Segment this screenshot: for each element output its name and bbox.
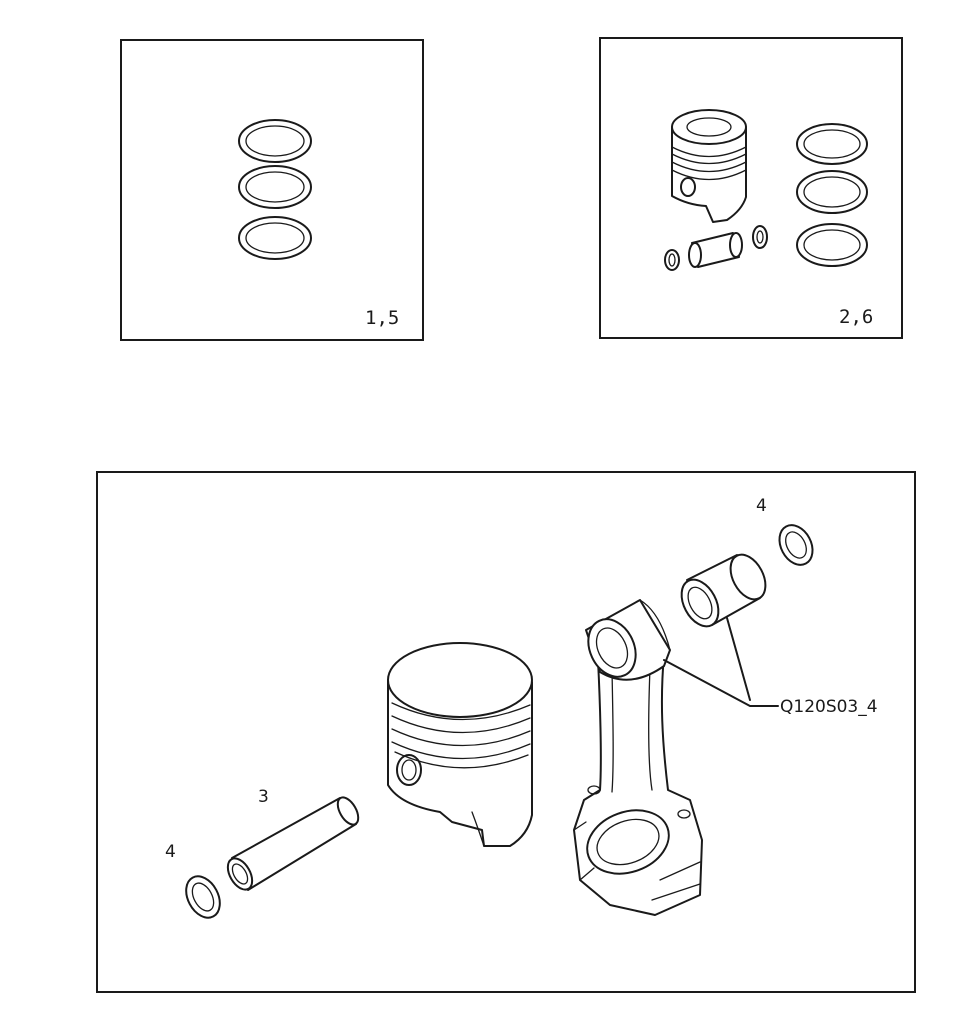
leader-rod [663, 659, 779, 707]
snap-ring-left [185, 875, 221, 919]
piston-ring-set [238, 119, 312, 260]
piston-ring-middle [238, 165, 312, 209]
piston-ring-set-kit [796, 123, 868, 267]
piston-ring-bottom [238, 216, 312, 260]
leader-bushing [726, 617, 751, 701]
panel-piston-kit: 2,6 [599, 37, 903, 339]
piston-pin-small [688, 232, 743, 268]
snap-ring-right [778, 524, 814, 566]
panel-rings-frame [120, 39, 424, 341]
panel-piston-kit-label: 2,6 [839, 306, 873, 328]
kit-ring-middle [796, 170, 868, 214]
piston-small [671, 109, 747, 223]
connecting-rod [573, 599, 703, 916]
panel-rings: 1,5 [120, 39, 424, 341]
kit-ring-bottom [796, 223, 868, 267]
callout-snap-ring-right: 4 [756, 496, 767, 516]
callout-snap-ring-left: 4 [165, 842, 176, 862]
piston [387, 642, 533, 847]
snap-ring-small-left [664, 249, 680, 271]
panel-piston-kit-frame [599, 37, 903, 339]
piston-ring-top [238, 119, 312, 163]
callout-reference-code: Q120S03_4 [780, 697, 878, 717]
callout-piston-pin: 3 [258, 787, 269, 807]
panel-rings-label: 1,5 [365, 307, 399, 329]
pin-bushing [680, 553, 767, 628]
kit-ring-top [796, 123, 868, 165]
piston-pin [226, 796, 360, 891]
snap-ring-small-right [752, 225, 768, 249]
panel-assembly: 4 Q120S03_4 [96, 471, 916, 993]
